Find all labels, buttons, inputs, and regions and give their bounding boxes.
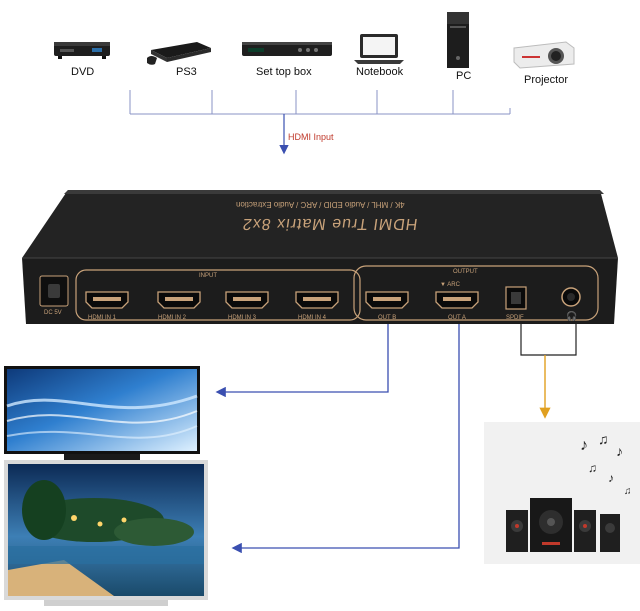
headphone-icon: 🎧 (566, 311, 578, 321)
hdmi-out-b-port-icon (365, 291, 409, 309)
source-label-notebook: Notebook (356, 66, 404, 78)
port-label-out-a: OUT A (448, 315, 466, 321)
spdif-port-icon (505, 286, 527, 310)
svg-text:♫: ♫ (624, 486, 632, 497)
svg-text:♪: ♪ (608, 471, 614, 485)
input-group-label: INPUT (196, 273, 220, 279)
audio-jack-icon (561, 287, 581, 307)
source-label-set-top-box: Set top box (256, 66, 312, 78)
projector-icon (513, 41, 575, 69)
svg-text:♪: ♪ (580, 437, 588, 454)
out-b-line (215, 318, 389, 398)
out-a-line (231, 318, 460, 554)
port-label-out-b: OUT B (378, 315, 397, 321)
arc-label: ▼ ARC (440, 282, 460, 288)
notebook-icon (354, 34, 404, 64)
port-label-hdmi-in-2: HDMI IN 2 (158, 315, 187, 321)
svg-text:♪: ♪ (616, 443, 623, 459)
source-label-dvd: DVD (71, 66, 95, 78)
pc-tower-icon (447, 12, 469, 68)
source-label-ps3: PS3 (176, 66, 197, 78)
port-label-hdmi-in-3: HDMI IN 3 (228, 315, 257, 321)
tv-display-out-a (4, 460, 208, 606)
hdmi-port-icon (85, 291, 129, 309)
source-bus-lines (129, 90, 511, 115)
dvd-player-icon (54, 42, 110, 59)
hdmi-port-icon (295, 291, 339, 309)
speaker-system-icon: ♪ ♫ ♪ ♫ ♪ ♫ (484, 422, 640, 564)
source-label-projector: Projector (524, 74, 569, 86)
port-label-spdif: SPDIF (506, 315, 524, 321)
audio-bracket (520, 320, 577, 356)
hdmi-port-icon (225, 291, 269, 309)
hdmi-port-icon (157, 291, 201, 309)
hdmi-out-a-port-icon (435, 291, 479, 309)
output-group-label: OUTPUT (450, 269, 481, 275)
svg-text:♫: ♫ (598, 431, 609, 447)
port-label-hdmi-in-1: HDMI IN 1 (88, 315, 117, 321)
ps3-console-icon (147, 42, 211, 65)
tv-display-out-b (4, 366, 200, 460)
set-top-box-icon (242, 42, 332, 56)
svg-text:♫: ♫ (588, 461, 597, 475)
device-title: HDMI True Matrix 8x2 (240, 215, 419, 232)
device-subtitle: 4K / MHL / Audio EDID / ARC / Audio Extr… (236, 200, 405, 209)
port-label-hdmi-in-4: HDMI IN 4 (298, 315, 327, 321)
hdmi-input-label: HDMI Input (288, 132, 334, 142)
power-label: DC 5V (44, 310, 62, 316)
source-label-pc: PC (456, 70, 472, 82)
